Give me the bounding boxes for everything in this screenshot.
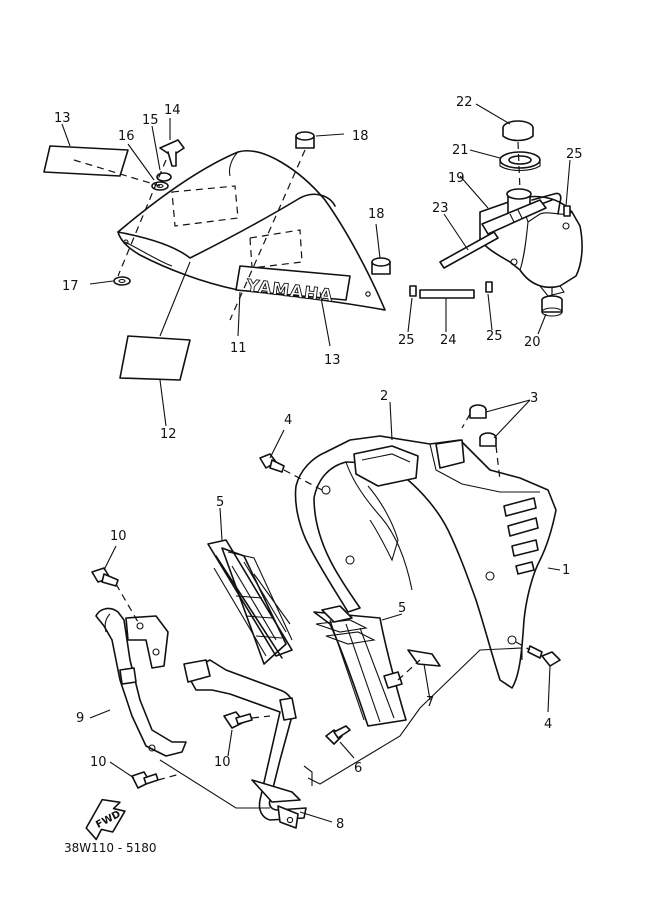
washer-17 [113,276,131,286]
callout-19: 19 [448,171,465,186]
sticker-plate [119,335,191,381]
bolt-4-right [527,645,561,667]
callout-10-top: 10 [110,529,127,544]
radiator-shroud [294,435,557,689]
radiator-grill-right [313,605,407,727]
radiator-grill-left [207,539,293,665]
bolt-10-middle [223,711,253,729]
callout-21: 21 [452,143,469,158]
callout-4-right: 4 [544,717,552,732]
callout-9: 9 [76,711,84,726]
callout-25-top: 25 [566,147,583,162]
callout-6: 6 [354,761,362,776]
callout-15: 15 [142,113,159,128]
callout-12: 12 [160,427,177,442]
hose-clip-right [563,205,571,217]
guard-frame-right [183,659,307,829]
small-bracket [383,649,441,689]
hose-clip-left [409,285,417,297]
callout-14: 14 [164,103,181,118]
callout-25-left: 25 [398,333,415,348]
callout-4-left: 4 [284,413,292,428]
wing-bolt [159,139,185,167]
callout-10-bottom: 10 [90,755,107,770]
callout-7: 7 [426,695,434,710]
coolant-reservoir [479,188,583,297]
breather-hose [419,289,475,299]
collar-3-bottom [479,432,497,447]
callout-13-left: 13 [54,111,71,126]
callout-16: 16 [118,129,135,144]
reservoir-grommet [541,295,563,317]
decal-strip [43,145,129,177]
callout-10-middle: 10 [214,755,231,770]
callout-labels: 13 14 15 16 18 18 17 11 13 12 22 21 25 1… [54,95,583,832]
callout-11: 11 [230,341,247,356]
grommet-18-top [295,131,315,149]
callout-20: 20 [524,335,541,350]
callout-2: 2 [380,389,388,404]
callout-13-right: 13 [324,353,341,368]
bolt-6 [325,725,351,745]
callout-3: 3 [530,391,538,406]
callout-5-left: 5 [216,495,224,510]
overflow-hose [439,231,499,269]
callout-17: 17 [62,279,79,294]
callout-8: 8 [336,817,344,832]
callout-5-right: 5 [398,601,406,616]
hose-clip-mid [485,281,493,293]
reservoir-cap [502,120,534,142]
guard-frame-left [95,607,187,757]
grommet-18-right [371,257,391,275]
callout-1: 1 [562,563,570,578]
bolt-10-bottom [131,771,159,789]
collar-3-top [469,404,487,419]
bolt-10-top [91,567,119,587]
washer-15 [156,172,172,182]
callout-18-right: 18 [368,207,385,222]
bolt-4-left [259,453,285,473]
callout-24: 24 [440,333,457,348]
callout-25-mid: 25 [486,329,503,344]
callout-22: 22 [456,95,473,110]
diagram-code: 38W110 - 5180 [64,841,157,855]
cap-seal [499,151,541,172]
callout-18-top: 18 [352,129,369,144]
fwd-direction-arrow: FWD [85,798,126,841]
callout-23: 23 [432,201,449,216]
